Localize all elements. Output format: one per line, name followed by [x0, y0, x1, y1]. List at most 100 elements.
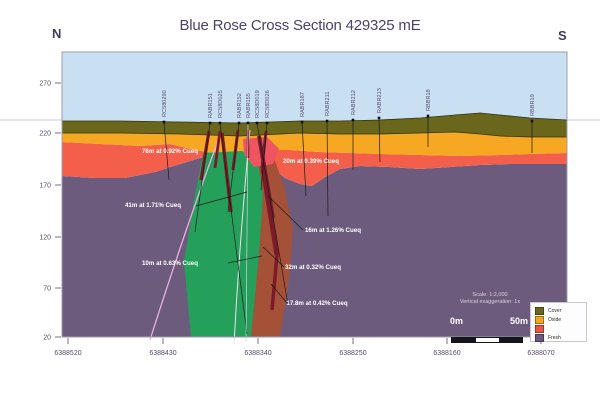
drill-hole-collar: [246, 121, 250, 125]
annotation-leader-line: [262, 246, 285, 268]
drill-hole-trace: [194, 122, 211, 233]
x-axis-label: 6388430: [149, 350, 176, 357]
grade-annotation: 20m at 0.39% Cueq: [283, 158, 339, 165]
drill-hole-label: RABR213: [377, 88, 383, 113]
drill-hole-label: RBBR18: [426, 89, 432, 111]
legend-item: Fresh: [535, 333, 586, 342]
drill-hole-label: RABR212: [351, 90, 357, 115]
scale-bar-segment: [475, 338, 499, 342]
page-title: Blue Rose Cross Section 429325 mE: [179, 17, 421, 34]
drill-hole-label: RABR155: [246, 93, 252, 118]
x-axis-label: 6388250: [339, 350, 366, 357]
y-axis-label: 120: [39, 235, 51, 242]
compass-south-label: S: [558, 28, 567, 43]
annotation-leader-line: [270, 283, 288, 304]
y-axis: 270 220 170 120 70 20: [39, 81, 61, 342]
x-axis: 6388520 6388430 6388340 6388250 6388160 63880…: [54, 338, 555, 357]
drill-hole-trace: [260, 122, 268, 191]
scale-bar: [451, 337, 523, 343]
drill-hole-label: RC58D019: [255, 90, 261, 118]
oxide-layer: [62, 132, 567, 156]
grade-annotation: 32m at 0.32% Cueq: [285, 264, 341, 271]
drill-hole-collar: [426, 114, 430, 118]
drill-hole-collar: [325, 119, 329, 123]
supergene-red-layer: [62, 142, 567, 186]
drill-hole-label: RABR151: [208, 93, 214, 118]
drill-hole-trace: [219, 122, 248, 335]
drill-hole-collar: [162, 120, 166, 124]
y-axis-label: 220: [39, 131, 51, 138]
drill-hole-collar: [351, 118, 355, 122]
drill-hole-label: RABR187: [300, 92, 306, 117]
drill-hole-collar: [237, 121, 241, 125]
drill-hole-label: RC580290: [162, 90, 168, 117]
dike-zone: [251, 158, 293, 337]
legend-item: Oxide: [535, 315, 586, 324]
drill-intercept: [270, 254, 279, 311]
drill-hole-collar: [208, 121, 212, 125]
scale-ratio-label: Scale: 1:2,000: [472, 292, 508, 298]
drill-hole-trace: [301, 121, 307, 197]
scale-info: Scale: 1:2,000 Vertical exaggeration: 1x…: [438, 292, 542, 325]
grade-annotation: 41m at 1.71% Cueq: [125, 202, 181, 209]
drill-hole-trace: [378, 117, 381, 163]
drill-hole-collar: [300, 120, 304, 124]
drill-intercept: [260, 130, 268, 169]
grade-annotation: 16m at 1.26% Cueq: [305, 227, 361, 234]
drill-intercept: [260, 167, 280, 256]
drill-hole-collar: [218, 121, 222, 125]
x-axis-label: 6388340: [244, 350, 271, 357]
legend-swatch: [535, 315, 544, 324]
compass-north-label: N: [52, 26, 62, 41]
drill-hole-collar: [255, 121, 259, 125]
y-axis-label: 170: [39, 183, 51, 190]
fault-line: [149, 137, 220, 341]
y-axis-label: 20: [43, 335, 51, 342]
grade-annotation: 17.8m at 0.42% Cueq: [286, 300, 347, 307]
legend-item: [535, 324, 586, 333]
drill-hole-label: RBBR19: [530, 94, 536, 116]
scale-bar-segment: [452, 338, 476, 342]
annotation-leader-line: [227, 255, 263, 264]
x-axis-label: 6388520: [54, 350, 81, 357]
drill-hole-collar: [265, 121, 269, 125]
legend-item: Cover: [535, 306, 586, 315]
plot-frame: [61, 51, 568, 338]
green-mineralized-zone: [184, 151, 263, 337]
geology-layers: [61, 52, 568, 337]
drill-hole-label: RABR211: [325, 92, 331, 116]
grade-annotations: 76m at 0.92% Cueq 20m at 0.39% Cueq 41m at…: [125, 148, 361, 307]
annotation-leader-line: [195, 191, 248, 207]
drill-hole-trace: [163, 121, 170, 181]
drill-hole-trace: [245, 122, 249, 343]
scalebar-start-label: 0m: [450, 316, 464, 326]
grade-annotation: 76m at 0.92% Cueq: [142, 148, 198, 155]
y-axis-label: 270: [39, 81, 51, 88]
drill-hole-trace: [256, 122, 289, 306]
scalebar-end-label: 50m: [509, 316, 528, 326]
x-axis-label: 6388160: [433, 350, 460, 357]
vertical-exaggeration-label: Vertical exaggeration: 1x: [459, 298, 521, 305]
drill-hole-collar: [377, 116, 381, 120]
legend-label: Oxide: [548, 316, 562, 323]
drill-hole-label: RC58D025: [218, 90, 224, 118]
y-axis-label: 70: [43, 286, 51, 293]
legend-swatch: [535, 333, 544, 342]
legend-label: Cover: [548, 307, 562, 314]
legend-label: Fresh: [548, 334, 561, 341]
x-axis-label: 6388070: [527, 350, 554, 357]
drill-hole-trace: [227, 122, 240, 213]
grade-annotation: 10m at 0.63% Cueq: [142, 260, 198, 267]
legend-swatch: [535, 306, 544, 315]
legend-swatch: [535, 324, 544, 333]
drill-hole-label: RABR152: [237, 93, 243, 118]
drill-intercept: [213, 130, 222, 169]
sky-region: [62, 52, 567, 123]
annotation-leader-line: [267, 195, 304, 231]
drill-hole-collar: [530, 119, 534, 123]
scale-bar-segment: [498, 338, 522, 342]
